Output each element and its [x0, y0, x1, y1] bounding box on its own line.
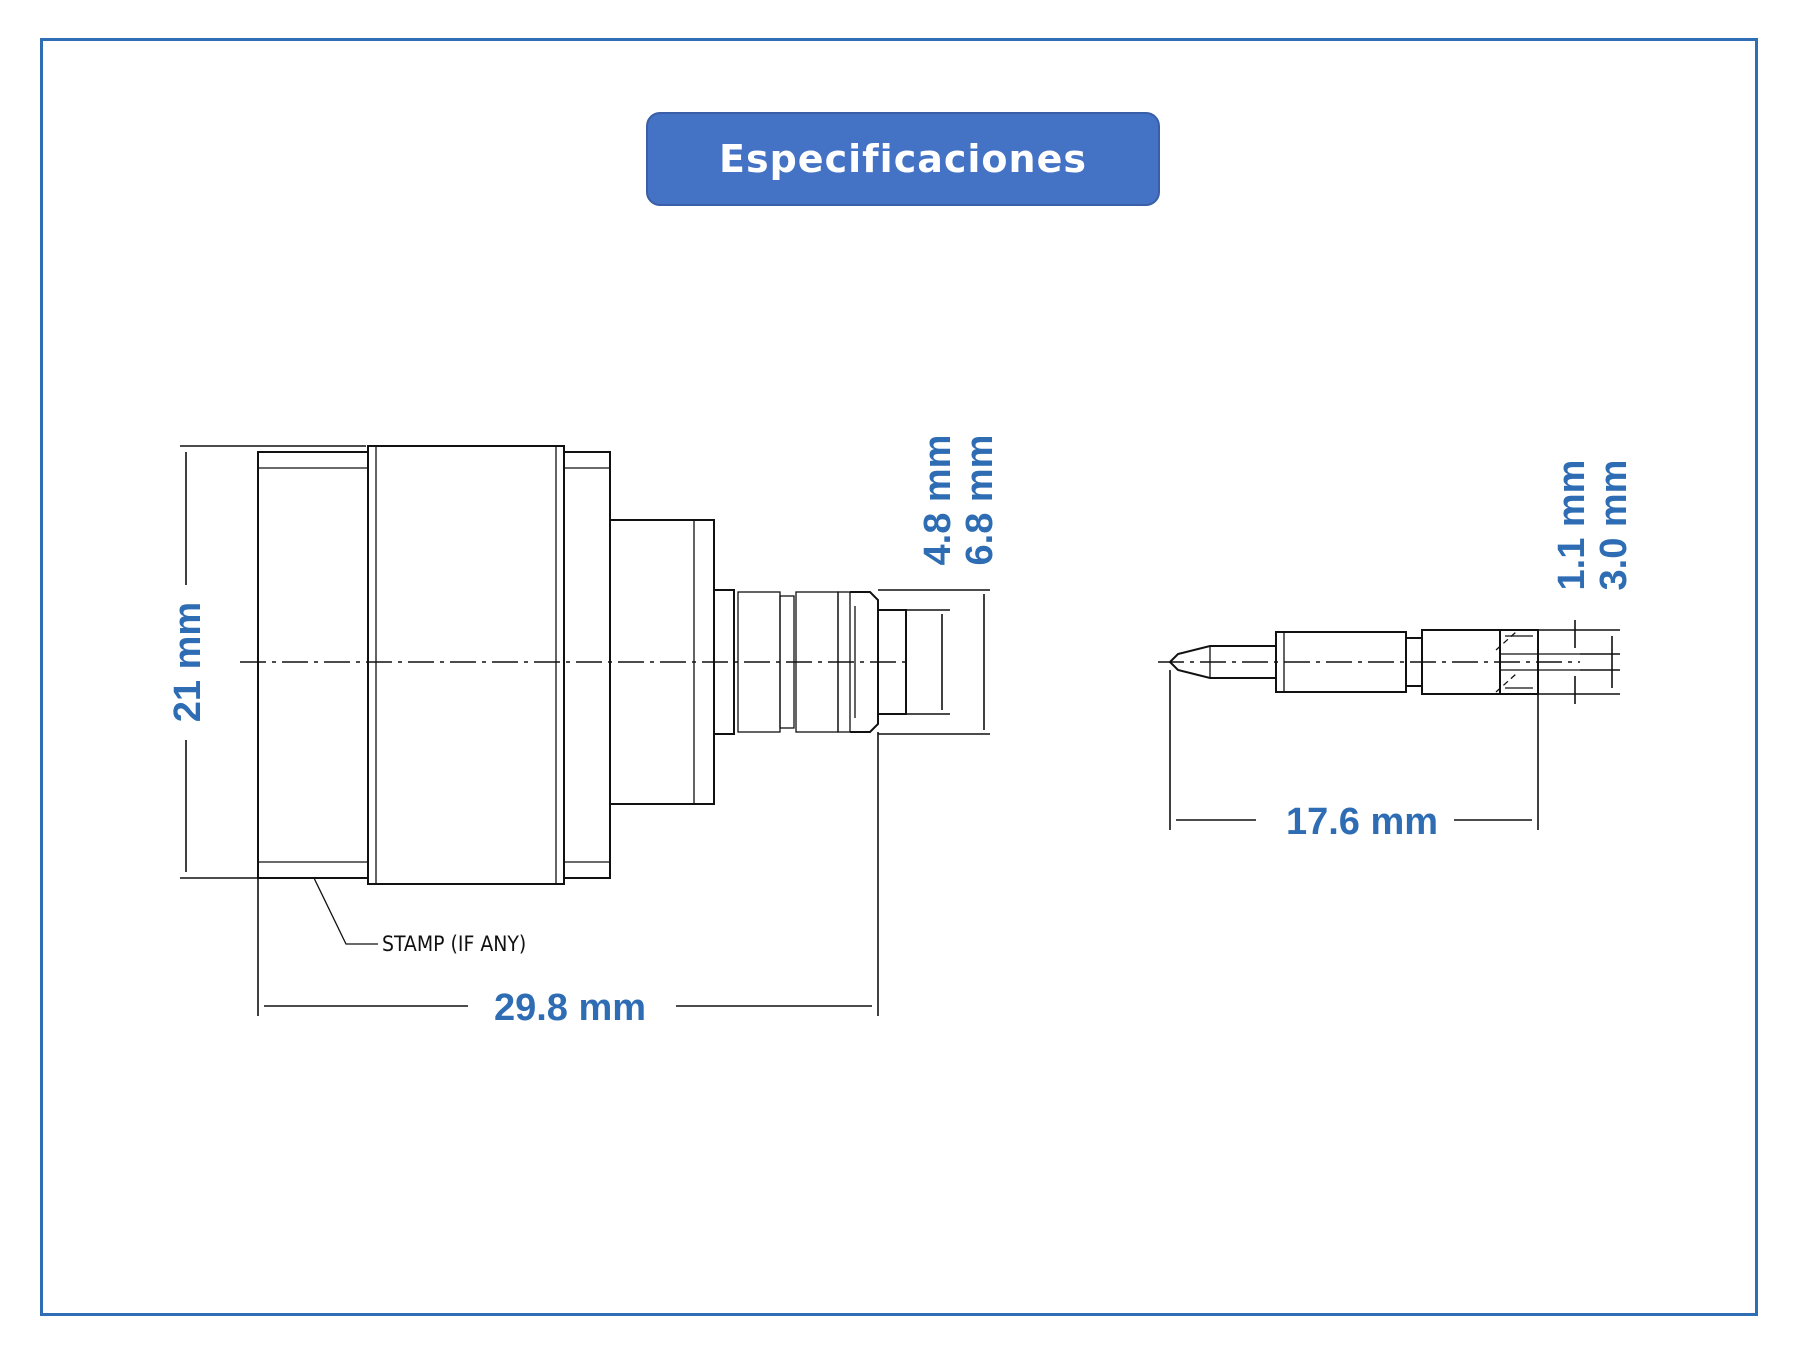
dim-crimp-diameters: 4.8 mm 6.8 mm: [878, 435, 1001, 735]
dim-connector-height: 21 mm: [167, 445, 366, 879]
page-title: Especificaciones: [719, 137, 1087, 181]
dim-label-21mm: 21 mm: [167, 602, 209, 722]
dim-label-3-0mm: 3.0 mm: [1593, 460, 1635, 591]
dim-label-17-6mm: 17.6 mm: [1286, 801, 1438, 843]
dim-label-29-8mm: 29.8 mm: [494, 987, 646, 1029]
connector-body: [257, 445, 907, 885]
dim-connector-length: 29.8 mm: [257, 732, 879, 1029]
dim-pin-length: 17.6 mm: [1169, 670, 1539, 843]
title-badge: Especificaciones: [646, 112, 1160, 206]
stamp-callout: STAMP (IF ANY): [313, 877, 526, 956]
knurled-nut: [367, 445, 565, 885]
dim-label-4-8mm: 4.8 mm: [917, 435, 959, 566]
stamp-note: STAMP (IF ANY): [382, 932, 526, 956]
page-frame: [40, 38, 1758, 1316]
dim-label-1-1mm: 1.1 mm: [1551, 460, 1593, 591]
dim-pin-diameters: 1.1 mm 3.0 mm: [1538, 460, 1635, 704]
dim-label-6-8mm: 6.8 mm: [959, 435, 1001, 566]
